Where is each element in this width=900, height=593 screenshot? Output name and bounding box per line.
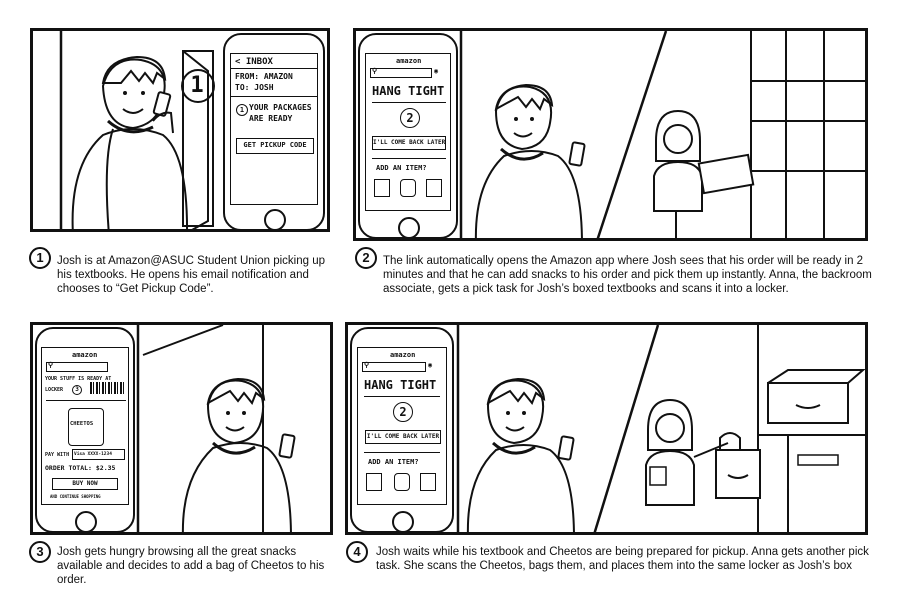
step-number-2: 2 bbox=[355, 247, 377, 269]
step-number-1: 1 bbox=[29, 247, 51, 269]
caption-4: Josh waits while his textbook and Cheeto… bbox=[376, 546, 869, 572]
divider bbox=[46, 400, 126, 401]
amazon-logo: amazon bbox=[390, 351, 416, 359]
panel-3: amazon ⚲ YOUR STUFF IS READY AT LOCKER 3… bbox=[30, 322, 333, 535]
add-item-label: ADD AN ITEM? bbox=[376, 164, 427, 172]
amazon-logo: amazon bbox=[72, 351, 98, 359]
come-back-later-button[interactable]: I'LL COME BACK LATER bbox=[372, 136, 446, 150]
home-button[interactable] bbox=[392, 511, 414, 532]
step-number-4: 4 bbox=[346, 541, 368, 563]
barcode bbox=[90, 382, 124, 394]
inbox-back-link[interactable]: < INBOX bbox=[235, 57, 273, 67]
buy-now-button[interactable]: BUY NOW bbox=[52, 478, 118, 490]
come-back-later-button[interactable]: I'LL COME BACK LATER bbox=[365, 430, 441, 444]
minutes-countdown: 2 bbox=[393, 402, 413, 422]
phone-screen: amazon ⚲ ◉ HANG TIGHT 2 I'LL COME BACK L… bbox=[357, 347, 447, 505]
minutes-countdown: 2 bbox=[400, 108, 420, 128]
snack-item[interactable] bbox=[366, 473, 382, 491]
email-from: FROM: AMAZON bbox=[235, 72, 293, 81]
search-icon: ⚲ bbox=[364, 361, 370, 369]
snack-item[interactable] bbox=[426, 179, 442, 197]
home-button[interactable] bbox=[264, 209, 286, 229]
get-pickup-code-button[interactable]: GET PICKUP CODE bbox=[236, 138, 314, 154]
email-message: YOUR PACKAGES ARE READY bbox=[249, 103, 312, 123]
caption-1: Josh is at Amazon@ASUC Student Union pic… bbox=[57, 255, 326, 295]
panel-2: amazon ⚲ ◉ HANG TIGHT 2 I'LL COME BACK L… bbox=[353, 28, 868, 241]
search-input[interactable] bbox=[370, 68, 432, 78]
email-to: TO: JOSH bbox=[235, 83, 274, 92]
camera-icon[interactable]: ◉ bbox=[434, 67, 439, 75]
home-button[interactable] bbox=[398, 217, 420, 238]
divider bbox=[231, 96, 317, 97]
search-icon: ⚲ bbox=[48, 361, 54, 369]
ready-locker-label: LOCKER bbox=[45, 387, 64, 393]
product-name: CHEETOS bbox=[70, 421, 94, 427]
search-input[interactable] bbox=[46, 362, 108, 372]
home-button[interactable] bbox=[75, 511, 97, 532]
hang-tight-heading: HANG TIGHT bbox=[364, 378, 437, 392]
divider bbox=[231, 68, 317, 69]
panel-4-sketch bbox=[456, 325, 865, 532]
order-total: ORDER TOTAL: $2.35 bbox=[45, 464, 116, 472]
payment-select[interactable]: Visa XXXX-1234 bbox=[72, 449, 125, 460]
step-number-3: 3 bbox=[29, 541, 51, 563]
pay-with-label: PAY WITH bbox=[45, 452, 70, 458]
amazon-logo: amazon bbox=[396, 57, 422, 65]
search-icon: ⚲ bbox=[372, 67, 378, 75]
panel-1: 1 < INBOX FROM: AMAZON TO: JOSH 1 YOUR P… bbox=[30, 28, 330, 232]
snack-item[interactable] bbox=[394, 473, 410, 491]
phone: < INBOX FROM: AMAZON TO: JOSH 1 YOUR PAC… bbox=[223, 33, 325, 229]
caption-2: The link automatically opens the Amazon … bbox=[383, 255, 872, 295]
phone: amazon ⚲ ◉ HANG TIGHT 2 I'LL COME BACK L… bbox=[350, 327, 454, 532]
add-item-label: ADD AN ITEM? bbox=[368, 458, 419, 466]
panel-4: amazon ⚲ ◉ HANG TIGHT 2 I'LL COME BACK L… bbox=[345, 322, 868, 535]
phone: amazon ⚲ ◉ HANG TIGHT 2 I'LL COME BACK L… bbox=[358, 33, 458, 238]
search-input[interactable] bbox=[362, 362, 426, 372]
cheetos-bag[interactable] bbox=[68, 408, 104, 446]
hang-tight-heading: HANG TIGHT bbox=[372, 84, 445, 98]
divider bbox=[372, 158, 446, 159]
continue-shopping-link[interactable]: AND CONTINUE SHOPPING bbox=[50, 494, 101, 499]
phone-screen: amazon ⚲ YOUR STUFF IS READY AT LOCKER 3… bbox=[41, 347, 129, 505]
message-number: 1 bbox=[236, 104, 248, 116]
snack-item[interactable] bbox=[400, 179, 416, 197]
phone: amazon ⚲ YOUR STUFF IS READY AT LOCKER 3… bbox=[35, 327, 135, 532]
panel-3-sketch bbox=[136, 325, 296, 532]
snack-item[interactable] bbox=[374, 179, 390, 197]
locker-number-circle bbox=[181, 69, 215, 103]
divider bbox=[364, 396, 440, 397]
divider bbox=[364, 452, 440, 453]
ready-message: YOUR STUFF IS READY AT bbox=[45, 376, 112, 382]
divider bbox=[372, 102, 446, 103]
panel-2-sketch bbox=[459, 31, 865, 238]
camera-icon[interactable]: ◉ bbox=[428, 361, 433, 369]
caption-3: Josh gets hungry browsing all the great … bbox=[57, 546, 325, 586]
phone-screen: amazon ⚲ ◉ HANG TIGHT 2 I'LL COME BACK L… bbox=[365, 53, 451, 211]
phone-screen: < INBOX FROM: AMAZON TO: JOSH 1 YOUR PAC… bbox=[230, 53, 318, 205]
snack-item[interactable] bbox=[420, 473, 436, 491]
panel-1-sketch bbox=[59, 31, 214, 229]
ready-locker-number: 3 bbox=[72, 385, 82, 395]
